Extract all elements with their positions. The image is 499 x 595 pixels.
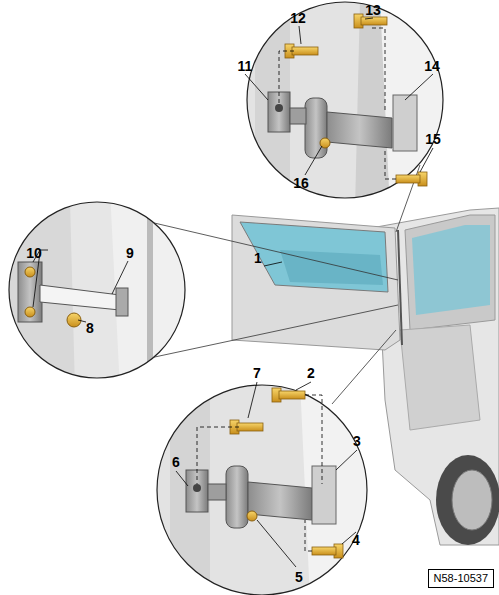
callout-number: 9 bbox=[126, 246, 134, 260]
callout-number: 8 bbox=[86, 321, 94, 335]
callout-number: 16 bbox=[293, 176, 309, 190]
figure-reference-box: N58-10537 bbox=[428, 569, 494, 588]
callout-number: 1 bbox=[254, 251, 262, 265]
callout-number: 15 bbox=[425, 132, 441, 146]
reference-code: N58-10537 bbox=[434, 573, 488, 584]
callout-number: 2 bbox=[307, 366, 315, 380]
callout-number: 6 bbox=[172, 455, 180, 469]
callout-number: 4 bbox=[352, 533, 360, 547]
callout-number: 7 bbox=[253, 366, 261, 380]
callout-number: 3 bbox=[353, 434, 361, 448]
callout-number: 11 bbox=[238, 59, 253, 73]
callout-number: 14 bbox=[424, 59, 440, 73]
callout-number: 13 bbox=[365, 3, 381, 17]
callout-number: 5 bbox=[295, 570, 303, 584]
callout-number: 12 bbox=[290, 11, 306, 25]
callout-number: 10 bbox=[26, 246, 42, 260]
